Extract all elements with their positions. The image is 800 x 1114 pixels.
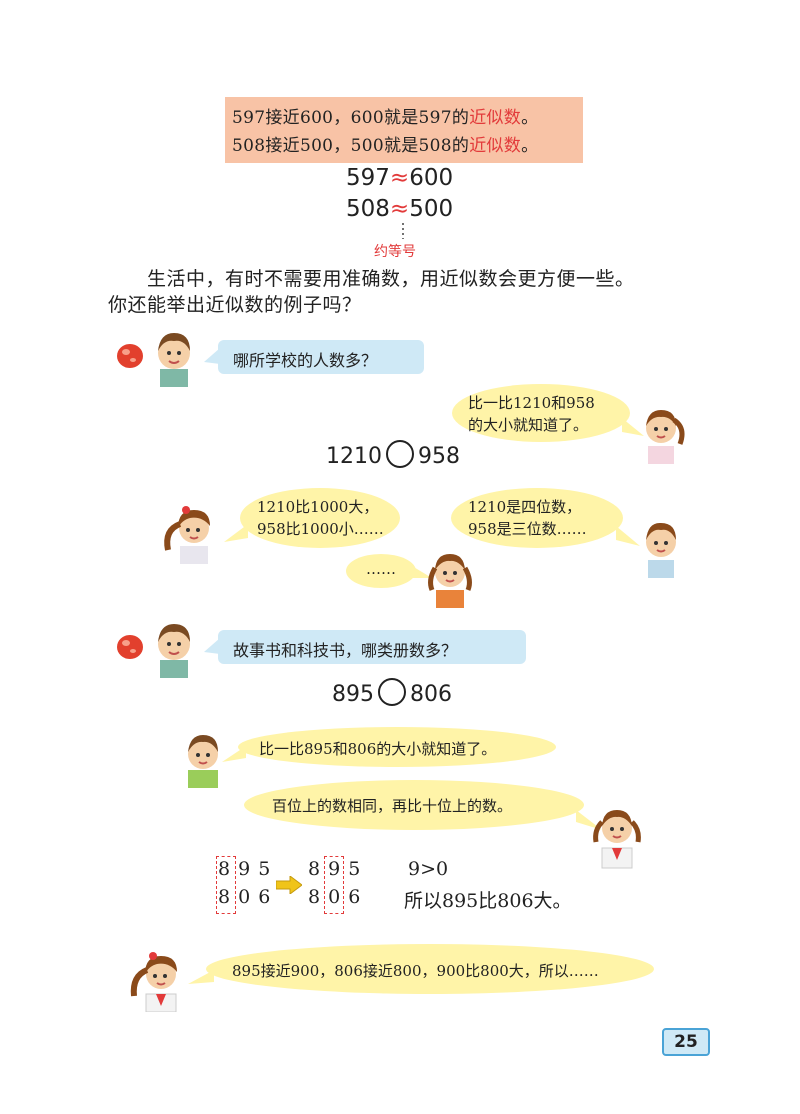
tens-compare: 9>0	[408, 858, 449, 880]
note-line-1: 597接近600，600就是597的近似数。	[232, 108, 539, 128]
digits-row-bottom-left: 806	[218, 886, 279, 908]
approx-symbol-label: 约等号	[374, 244, 416, 260]
bubble-tail	[188, 970, 214, 984]
highlight-term: 近似数	[469, 108, 522, 128]
highlight-term: 近似数	[469, 136, 522, 156]
girl-avatar-icon	[646, 410, 685, 464]
bubble-text-line: 958是三位数……	[468, 520, 587, 538]
dotted-pointer	[402, 223, 404, 239]
bubble-text-line: 比一比895和806的大小就知道了。	[259, 740, 497, 758]
question-text-1: 哪所学校的人数多？	[233, 351, 378, 370]
question-banner-2	[218, 630, 526, 664]
bubble-text-line: 比一比1210和958	[468, 394, 595, 412]
paragraph-line-2: 你还能举出近似数的例子吗？	[108, 294, 362, 316]
bubble-tail	[204, 348, 220, 364]
speech-bubble-girl-left	[240, 488, 400, 548]
bubble-text-line: ……	[366, 560, 396, 578]
digits-row-bottom-right: 806	[308, 886, 369, 908]
approx-equation-1: 597≈600	[346, 165, 454, 191]
red-bullet-icon	[117, 344, 143, 368]
girl-braids-avatar-icon	[593, 810, 641, 869]
note-line-2: 508接近500，500就是508的近似数。	[232, 136, 539, 156]
boy-avatar-icon	[158, 333, 190, 387]
bubble-tail	[204, 638, 220, 654]
girl-braids-avatar-icon	[428, 554, 472, 608]
bubble-text-line: 的大小就知道了。	[468, 416, 589, 434]
digits-row-top-left: 895	[218, 858, 279, 880]
paragraph-line-1: 生活中，有时不需要用准确数，用近似数会更方便一些。	[147, 268, 635, 290]
compare-circle[interactable]	[378, 678, 406, 706]
speech-bubble-boy	[238, 727, 556, 767]
approximate-number-note-box	[225, 97, 583, 163]
boy-avatar-icon	[158, 624, 190, 678]
bubble-text-line: 百位上的数相同，再比十位上的数。	[272, 797, 513, 815]
bubble-text-line: 1210比1000大，	[257, 498, 379, 516]
red-bullet-icon	[117, 635, 143, 659]
approx-equation-2: 508≈500	[346, 196, 454, 222]
digits-row-top-right: 895	[308, 858, 369, 880]
bubble-tail	[224, 524, 248, 542]
bubble-tail	[412, 566, 432, 578]
compare-circle[interactable]	[386, 440, 414, 468]
tens-highlight-box	[324, 856, 344, 914]
bubble-text-line: 1210是四位数，	[468, 498, 582, 516]
speech-bubble-small	[346, 554, 416, 588]
bubble-text-line: 895接近900，806接近800，900比800大，所以……	[232, 962, 599, 980]
bubble-tail	[576, 810, 602, 830]
question-banner-1	[218, 340, 424, 374]
question-text-2: 故事书和科技书，哪类册数多？	[233, 641, 458, 660]
boy-avatar-icon	[188, 735, 218, 788]
speech-bubble-boy-right	[451, 488, 623, 548]
arrow-right-icon	[276, 876, 302, 894]
bubble-text-line: 958比1000小……	[257, 520, 384, 538]
boy-avatar-icon	[646, 522, 676, 578]
girl-ponytail-avatar-icon	[130, 952, 177, 1012]
bubble-tail	[622, 418, 644, 436]
bubble-tail	[616, 526, 640, 546]
girl-ponytail-avatar-icon	[164, 506, 210, 564]
speech-bubble-girl-top	[452, 384, 630, 442]
page-number: 25	[662, 1028, 710, 1056]
speech-bubble-girl	[244, 780, 584, 830]
speech-bubble-bottom-girl	[206, 944, 654, 994]
conclusion: 所以895比806大。	[404, 890, 572, 912]
bubble-tail	[222, 746, 246, 762]
hundreds-highlight-box	[216, 856, 236, 914]
